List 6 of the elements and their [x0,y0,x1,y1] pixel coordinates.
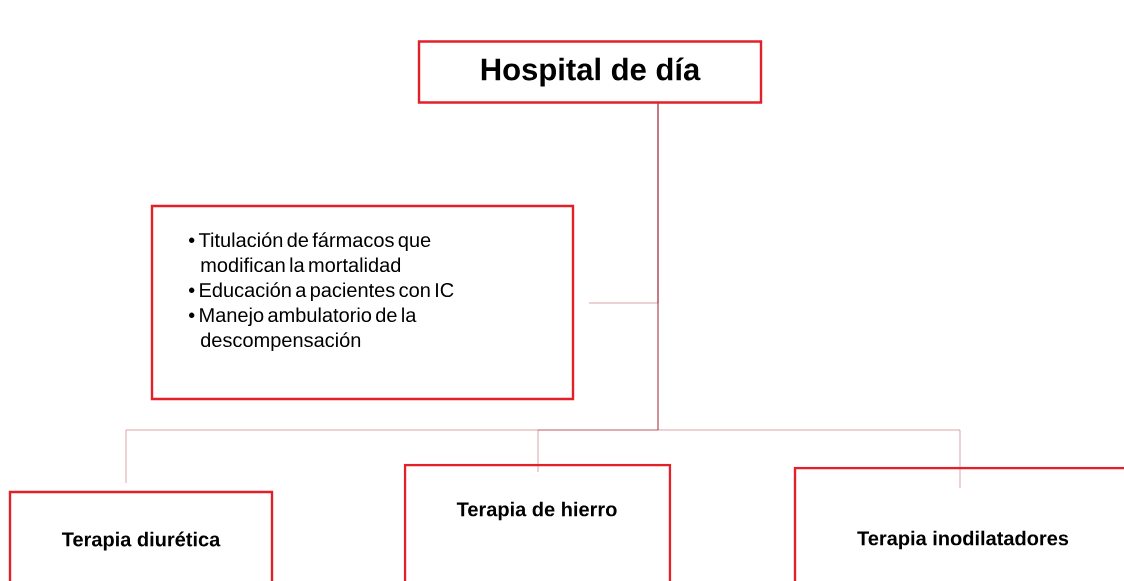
therapy-box: Terapia inodilatadores [793,466,1124,581]
therapy-box: Terapia diurética [8,490,274,581]
connector-line [657,102,961,489]
therapy-box: Terapia de hierro [403,463,672,581]
title-box: Hospital de día [417,40,763,104]
bullet-list-box: • Titulación de fármacos que modifican la mortalidad • Educación a pacientes con IC • Manejo ambulatorio de la descompensación [150,204,575,401]
